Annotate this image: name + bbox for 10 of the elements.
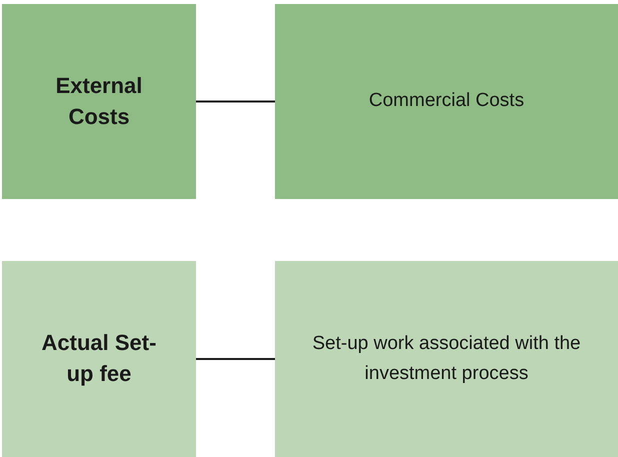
box-text: Set-up work associated with the investment process <box>311 332 582 386</box>
text-box <box>2 4 196 199</box>
connector-line <box>196 100 275 102</box>
box-heading: External Costs <box>54 72 144 130</box>
text-box <box>275 261 618 457</box>
connector-line <box>196 358 275 360</box>
text-box <box>275 4 618 199</box>
box-text: Commercial Costs <box>368 89 524 114</box>
text-box <box>2 261 196 457</box>
box-heading: Actual Set-up fee <box>40 329 158 388</box>
